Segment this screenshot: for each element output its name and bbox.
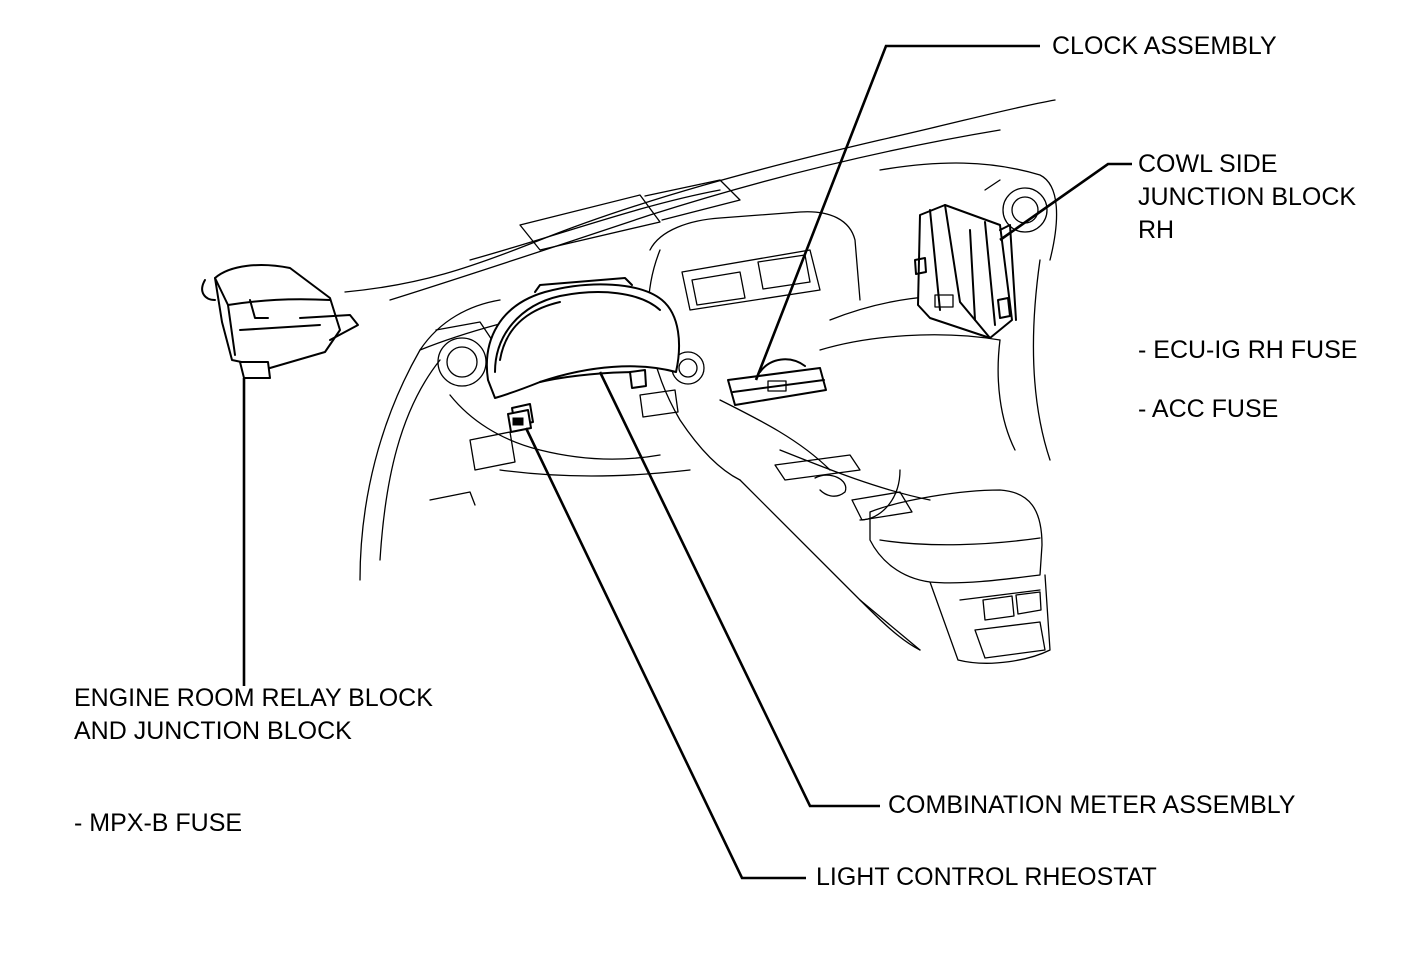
label-cowl-side-line3: RH [1138, 216, 1175, 244]
label-cowl-side-line1: COWL SIDE [1138, 150, 1278, 178]
leader-combination [598, 371, 880, 808]
label-acc-fuse: - ACC FUSE [1138, 395, 1279, 423]
label-engine-room-line1: ENGINE ROOM RELAY BLOCK [74, 684, 433, 712]
leader-clock [754, 44, 1040, 381]
clock-assembly-graphic [727, 358, 827, 406]
dashboard-outline [344, 99, 1058, 664]
light-control-rheostat-graphic [507, 409, 532, 433]
label-mpx-b-fuse: - MPX-B FUSE [74, 809, 243, 837]
label-combination-meter: COMBINATION METER ASSEMBLY [888, 791, 1296, 819]
leader-cowl [999, 162, 1132, 242]
leader-light-control [524, 427, 806, 880]
label-clock-assembly: CLOCK ASSEMBLY [1052, 32, 1277, 60]
combination-meter-graphic [486, 277, 681, 427]
cowl-side-junction-block-graphic [914, 204, 1017, 339]
engine-room-relay-block-graphic [201, 264, 359, 379]
label-engine-room-line2: AND JUNCTION BLOCK [74, 717, 352, 745]
leader-lines [242, 44, 1132, 880]
label-ecu-ig-rh-fuse: - ECU-IG RH FUSE [1138, 336, 1358, 364]
label-light-control-rheostat: LIGHT CONTROL RHEOSTAT [816, 863, 1157, 891]
label-cowl-side-line2: JUNCTION BLOCK [1138, 183, 1357, 211]
